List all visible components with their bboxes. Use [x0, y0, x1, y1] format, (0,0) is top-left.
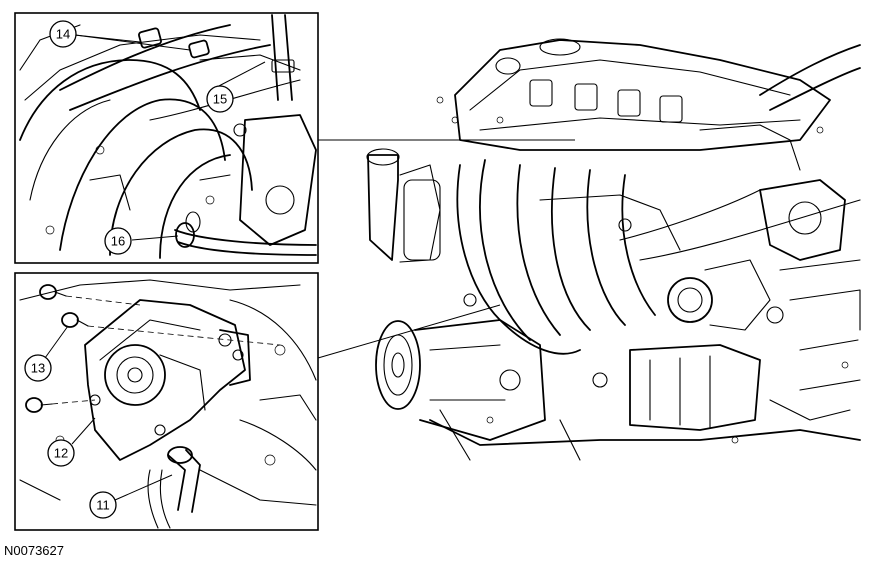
callout-16: 16	[104, 227, 132, 255]
svg-text:12: 12	[54, 446, 68, 461]
inset-bottom: 13 12 11	[14, 272, 319, 531]
callout-15: 15	[206, 85, 234, 113]
callout-11: 11	[89, 491, 117, 519]
callout-13: 13	[24, 354, 52, 382]
bolt-3	[25, 397, 53, 413]
callout-14: 14	[49, 20, 77, 48]
svg-text:16: 16	[111, 234, 125, 249]
bolt-2	[61, 312, 89, 328]
engine-assembly	[366, 38, 861, 461]
bolt-1	[39, 284, 67, 300]
inset-top: 14 15 16	[14, 12, 319, 264]
svg-text:15: 15	[213, 92, 227, 107]
inset-bottom-leader	[317, 304, 501, 359]
figure-id-label: N0073627	[4, 543, 64, 558]
callout-12: 12	[47, 439, 75, 467]
svg-text:13: 13	[31, 361, 45, 376]
svg-text:11: 11	[96, 498, 110, 513]
svg-text:14: 14	[56, 27, 70, 42]
